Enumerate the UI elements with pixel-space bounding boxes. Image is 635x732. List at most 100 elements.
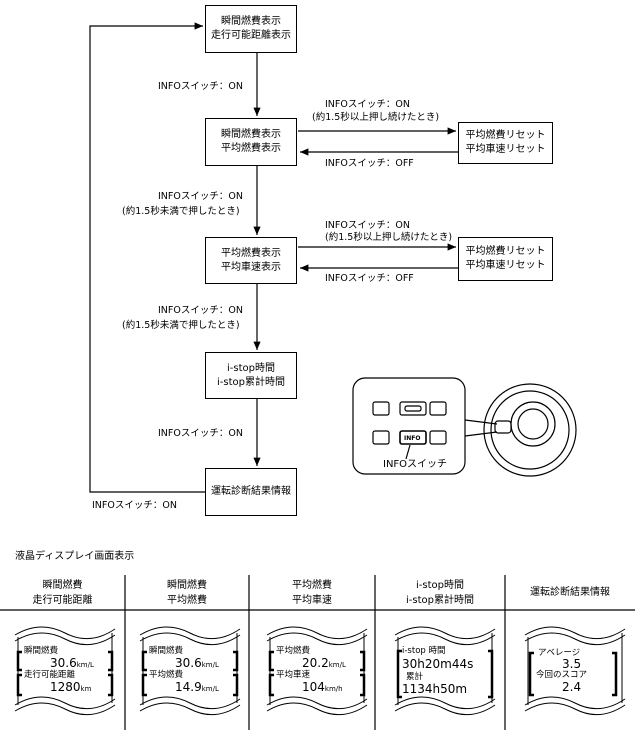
column-header: 平均燃費平均車速 xyxy=(249,578,375,608)
lcd-value-a-unit: km/L xyxy=(76,661,94,669)
lcd-label-b: 走行可能距離 xyxy=(24,670,75,680)
lcd-value-b-text: 104 xyxy=(302,680,325,694)
header-line2: 走行可能距離 xyxy=(32,595,93,606)
lcd-label-b: 平均車速 xyxy=(276,670,310,680)
reset-off-label: INFOスイッチ：OFF xyxy=(325,158,414,169)
state-line2: 平均燃費表示 xyxy=(221,143,281,154)
reset-box-1: 平均燃費リセット平均車速リセット xyxy=(458,122,553,164)
table-title: 液晶ディスプレイ画面表示 xyxy=(15,551,135,562)
transition-label: INFOスイッチ：ON xyxy=(158,191,243,202)
lcd-value-b: 104km/h xyxy=(302,681,343,696)
lcd-value-b-text: 1134h50m xyxy=(402,682,468,696)
info-switch-caption: INFOスイッチ xyxy=(383,459,448,470)
loop-label: INFOスイッチ：ON xyxy=(92,500,177,511)
state-line1: 平均燃費表示 xyxy=(221,247,281,259)
header-line1: i-stop時間 xyxy=(416,580,464,591)
lcd-value-a: 3.5 xyxy=(562,658,581,671)
lcd-value-b-unit: km/L xyxy=(201,685,219,693)
reset-condition: (約1.5秒以上押し続けたとき) xyxy=(325,232,453,243)
transition-label: INFOスイッチ：ON xyxy=(158,305,243,316)
lcd-value-a: 20.2km/L xyxy=(302,657,346,672)
lcd-value-b-text: 14.9 xyxy=(175,680,202,694)
lcd-label-a: 瞬間燃費 xyxy=(24,646,58,656)
column-header: 瞬間燃費走行可能距離 xyxy=(0,578,125,608)
reset-on-label: INFOスイッチ：ON xyxy=(325,99,410,110)
lcd-label-b-text: 平均車速 xyxy=(276,670,311,680)
transition-condition: (約1.5秒未満で押したとき) xyxy=(122,320,240,331)
reset-line2: 平均車速リセット xyxy=(465,260,546,271)
lcd-value-a: 30.6km/L xyxy=(50,657,94,672)
state-istop-time: i-stop時間 i-stop累計時間 xyxy=(205,352,297,399)
lcd-label-a-text: アベレージ xyxy=(538,648,581,658)
lcd-label-a-text: 平均燃費 xyxy=(276,646,311,656)
steering-switch-illustration xyxy=(352,377,577,477)
reset-on-label: INFOスイッチ：ON xyxy=(325,220,410,231)
column-header: 瞬間燃費平均燃費 xyxy=(125,578,249,608)
reset-line1: 平均燃費リセット xyxy=(465,246,546,257)
state-line2: i-stop累計時間 xyxy=(217,376,285,388)
state-line2: 平均車速表示 xyxy=(221,261,281,273)
state-average-fuel-speed: 平均燃費表示平均車速表示 xyxy=(205,237,297,284)
lcd-label-a-text: 瞬間燃費 xyxy=(149,646,184,656)
lcd-value-b: 2.4 xyxy=(562,681,581,694)
lcd-value-b-unit: km/h xyxy=(324,685,343,693)
state-instant-fuel-range: 瞬間燃費表示走行可能距離表示 xyxy=(205,5,297,53)
lcd-label-a: 瞬間燃費 xyxy=(149,646,183,656)
reset-off-label: INFOスイッチ：OFF xyxy=(325,273,414,284)
lcd-label-b-text: 走行可能距離 xyxy=(24,670,76,680)
column-header: 運転診断結果情報 xyxy=(505,585,635,600)
state-line1: 瞬間燃費表示 xyxy=(221,129,281,140)
lcd-value-b-unit: km xyxy=(80,685,92,693)
state-driving-diagnosis: 運転診断結果情報 xyxy=(205,468,297,516)
header-line2: i-stop累計時間 xyxy=(406,595,474,606)
lcd-label-b-text: 今回のスコア xyxy=(536,670,588,680)
lcd-frame xyxy=(524,626,626,716)
reset-condition: (約1.5秒以上押し続けたとき) xyxy=(312,112,440,123)
state-line1: 運転診断結果情報 xyxy=(211,486,291,497)
reset-line1: 平均燃費リセット xyxy=(465,130,546,141)
lcd-value-b: 1280km xyxy=(50,681,91,696)
state-instant-average-fuel: 瞬間燃費表示平均燃費表示 xyxy=(205,118,297,166)
lcd-label-b-text: 累計 xyxy=(406,672,424,682)
header-line1: 平均燃費 xyxy=(292,580,332,591)
lcd-frame xyxy=(139,626,241,716)
lcd-value-a-unit: km/L xyxy=(328,661,346,669)
lcd-label-b-text: 平均燃費 xyxy=(149,670,184,680)
lcd-label-a-text: i-stop 時間 xyxy=(402,646,446,656)
lcd-value-a-text: 30h20m44s xyxy=(402,657,474,671)
reset-line2: 平均車速リセット xyxy=(465,144,546,155)
state-line1: i-stop時間 xyxy=(227,362,275,374)
lcd-value-a-text: 20.2 xyxy=(302,656,329,670)
transition-label: INFOスイッチ：ON xyxy=(158,428,243,439)
lcd-value-a-unit: km/L xyxy=(201,661,219,669)
lcd-label-b: 累計 xyxy=(406,672,423,682)
lcd-frame xyxy=(394,626,496,716)
header-line1: 瞬間燃費 xyxy=(42,580,83,591)
lcd-label-a: i-stop 時間 xyxy=(402,646,446,656)
lcd-value-b-text: 1280 xyxy=(50,680,81,694)
state-line2: 走行可能距離表示 xyxy=(211,30,291,41)
lcd-value-b: 1134h50m xyxy=(402,683,467,696)
lcd-value-a: 30h20m44s xyxy=(402,658,473,671)
lcd-label-a-text: 瞬間燃費 xyxy=(24,646,59,656)
lcd-value-a-text: 30.6 xyxy=(175,656,202,670)
lcd-value-b-text: 2.4 xyxy=(562,680,582,694)
lcd-value-a-text: 3.5 xyxy=(562,657,582,671)
lcd-value-b: 14.9km/L xyxy=(175,681,219,696)
info-button-label: INFO xyxy=(404,435,421,442)
lcd-label-b: 今回のスコア xyxy=(536,670,587,680)
reset-box-2: 平均燃費リセット平均車速リセット xyxy=(458,237,553,281)
lcd-frame xyxy=(14,626,116,716)
header-line2: 平均車速 xyxy=(292,595,332,606)
header-line1: 運転診断結果情報 xyxy=(530,587,610,598)
lcd-label-a: 平均燃費 xyxy=(276,646,310,656)
header-line2: 平均燃費 xyxy=(167,595,207,606)
lcd-frame xyxy=(266,626,368,716)
lcd-label-b: 平均燃費 xyxy=(149,670,183,680)
transition-condition: (約1.5秒未満で押したとき) xyxy=(122,206,240,217)
